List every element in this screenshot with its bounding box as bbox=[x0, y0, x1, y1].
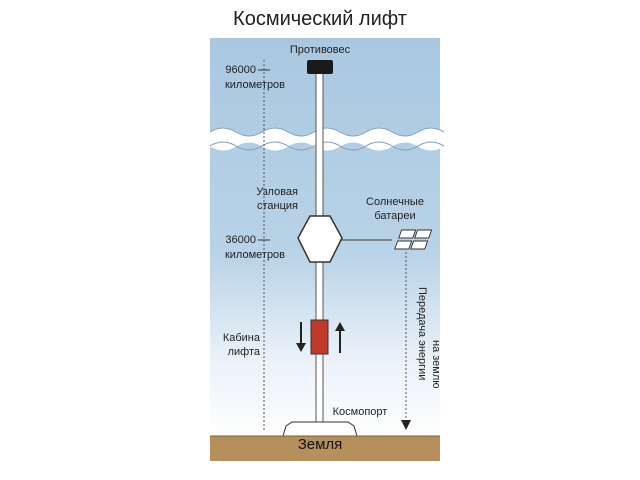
counterweight bbox=[307, 60, 333, 74]
solar-label-line2: батареи bbox=[374, 210, 416, 222]
alt-36000-value: 36000 bbox=[225, 234, 256, 246]
ground bbox=[210, 436, 440, 461]
cabin-label-line2: лифта bbox=[227, 346, 260, 358]
solar-label-line1: Солнечные bbox=[366, 196, 424, 208]
down-arrow-icon bbox=[296, 322, 306, 352]
elevator-cabin bbox=[310, 319, 329, 355]
alt-96000-unit: километров bbox=[224, 79, 286, 91]
node-station bbox=[297, 215, 343, 263]
energy-label-line1: Передача энергии bbox=[416, 287, 428, 381]
node-station-label-line1: Узловая bbox=[256, 186, 298, 198]
energy-label-line2: на землю bbox=[430, 340, 442, 389]
break-line-bottom bbox=[209, 141, 445, 151]
diagram-title: Космический лифт bbox=[233, 8, 407, 30]
alt-96000-value: 96000 bbox=[225, 64, 256, 76]
alt-36000-unit: километров bbox=[224, 249, 286, 261]
solar-panels bbox=[394, 229, 433, 250]
earth-label: Земля bbox=[297, 436, 343, 453]
energy-down-arrow-icon bbox=[401, 252, 411, 430]
node-station-label-line2: станция bbox=[256, 200, 298, 212]
spaceport-label: Космопорт bbox=[332, 406, 388, 418]
break-line-top bbox=[209, 127, 445, 137]
counterweight-label: Противовес bbox=[289, 44, 351, 56]
cabin-label-line1: Кабина bbox=[222, 332, 260, 344]
spaceport-base bbox=[282, 421, 358, 437]
up-arrow-icon bbox=[335, 322, 345, 353]
